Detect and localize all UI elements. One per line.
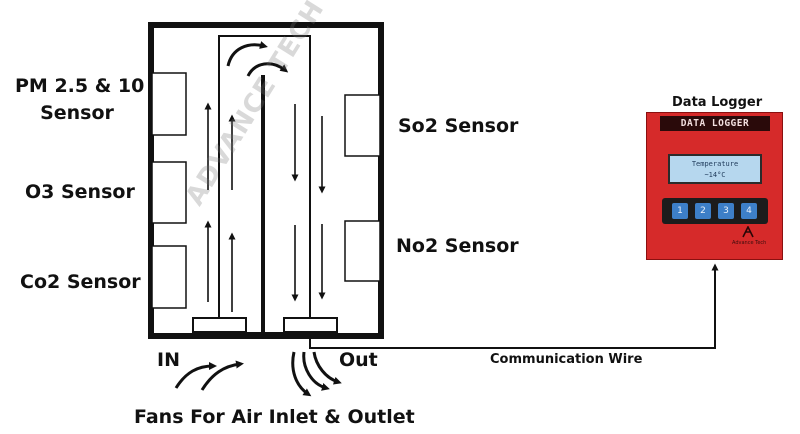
keypad-key-1[interactable]: 1	[672, 203, 688, 219]
airflow-curve-arrow	[226, 41, 268, 67]
inlet-label: IN	[157, 349, 180, 371]
data-logger-keypad: 1 2 3 4	[662, 198, 768, 224]
outlet-fan-arrow	[291, 351, 312, 397]
no2-sensor-label: No2 Sensor	[396, 235, 519, 257]
o3-sensor-box	[151, 161, 187, 224]
co2-sensor-label: Co2 Sensor	[20, 271, 141, 293]
pm-sensor-label: PM 2.5 & 10 Sensor	[15, 73, 144, 127]
airflow-curve-arrow	[246, 62, 289, 77]
keypad-key-2[interactable]: 2	[695, 203, 711, 219]
inlet-fan-arrow	[200, 360, 244, 391]
pm-sensor-box	[151, 72, 187, 136]
brand-logo-icon	[742, 226, 754, 238]
data-logger-lcd: Temperature ~14°C	[668, 154, 762, 184]
co2-sensor-box	[151, 245, 187, 309]
fans-caption: Fans For Air Inlet & Outlet	[134, 406, 415, 428]
inlet-fan-slot	[192, 317, 247, 333]
keypad-key-3[interactable]: 3	[718, 203, 734, 219]
communication-wire	[309, 263, 719, 349]
data-logger-header: DATA LOGGER	[660, 116, 770, 131]
data-logger-title: Data Logger	[672, 95, 763, 110]
outlet-fan-arrow	[302, 351, 330, 391]
outlet-label: Out	[339, 349, 378, 371]
so2-sensor-box	[344, 94, 381, 157]
no2-sensor-box	[344, 220, 381, 282]
lcd-line-2: ~14°C	[704, 171, 726, 179]
data-logger-brand: Advance Tech	[732, 240, 767, 246]
o3-sensor-label: O3 Sensor	[25, 181, 135, 203]
data-logger-device: DATA LOGGER Temperature ~14°C 1 2 3 4 Ad…	[646, 112, 783, 260]
enclosure-box	[148, 22, 384, 339]
inlet-fan-arrow	[174, 362, 217, 389]
wire-label: Communication Wire	[490, 352, 643, 367]
pm-sensor-label-line2: Sensor	[40, 102, 114, 124]
so2-sensor-label: So2 Sensor	[398, 115, 519, 137]
pm-sensor-label-line1: PM 2.5 & 10	[15, 75, 145, 97]
lcd-line-1: Temperature	[691, 160, 739, 168]
outlet-fan-arrow	[312, 351, 342, 385]
outlet-fan-slot	[283, 317, 338, 333]
keypad-key-4[interactable]: 4	[741, 203, 757, 219]
